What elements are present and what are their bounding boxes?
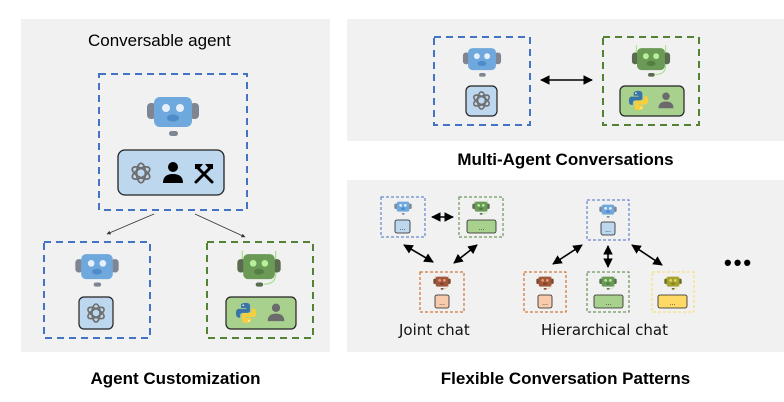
svg-text:...: ... [606, 300, 612, 307]
arrow-to-green-agent [194, 213, 246, 238]
robot-icon [236, 250, 282, 288]
hier-chat-agent-blue: ... [586, 199, 630, 241]
svg-text:...: ... [670, 300, 676, 307]
joint-chat-agent-blue: ... [380, 196, 426, 238]
hier-chat-agent-yellow: ... [651, 271, 695, 313]
robot-icon [631, 44, 671, 78]
svg-text:...: ... [439, 300, 445, 307]
robot-icon [462, 48, 502, 77]
arrow-to-blue-agent [106, 213, 155, 235]
derived-agent-green [206, 241, 314, 339]
joint-chat-label: Joint chat [399, 321, 470, 339]
arrow-green-orange [453, 244, 478, 264]
multi-agent-caption: Multi-Agent Conversations [457, 150, 674, 169]
svg-text:...: ... [542, 300, 548, 307]
conversable-agent-title: Conversable agent [88, 31, 231, 50]
arrow-top-orange [552, 244, 583, 265]
arrow-top-yellow [631, 244, 663, 266]
main-agent-frame [98, 73, 248, 211]
capability-box [465, 85, 498, 117]
patterns-caption: Flexible Conversation Patterns [440, 369, 691, 388]
conversation-patterns-panel [347, 180, 784, 352]
derived-agent-blue [43, 241, 151, 339]
hierarchical-chat-label: Hierarchical chat [541, 321, 668, 339]
joint-chat-agent-orange: ... [419, 271, 465, 313]
svg-text:...: ... [479, 225, 485, 232]
hier-chat-agent-orange: ... [523, 271, 567, 313]
capability-box [117, 149, 225, 196]
robot-icon [75, 254, 119, 287]
capability-box [78, 296, 114, 330]
hier-chat-agent-green: ... [586, 271, 630, 313]
joint-chat-agent-green: ... [458, 196, 504, 238]
multi-agent-blue [433, 36, 531, 126]
arrow-blue-orange [403, 244, 434, 263]
more-patterns-ellipsis: ••• [724, 250, 754, 275]
robot-icon [147, 97, 199, 136]
main-conversable-agent [98, 73, 248, 211]
multi-agent-green [602, 36, 700, 126]
svg-text:...: ... [400, 225, 406, 232]
agent-customization-caption: Agent Customization [90, 369, 261, 388]
svg-text:...: ... [605, 227, 611, 234]
